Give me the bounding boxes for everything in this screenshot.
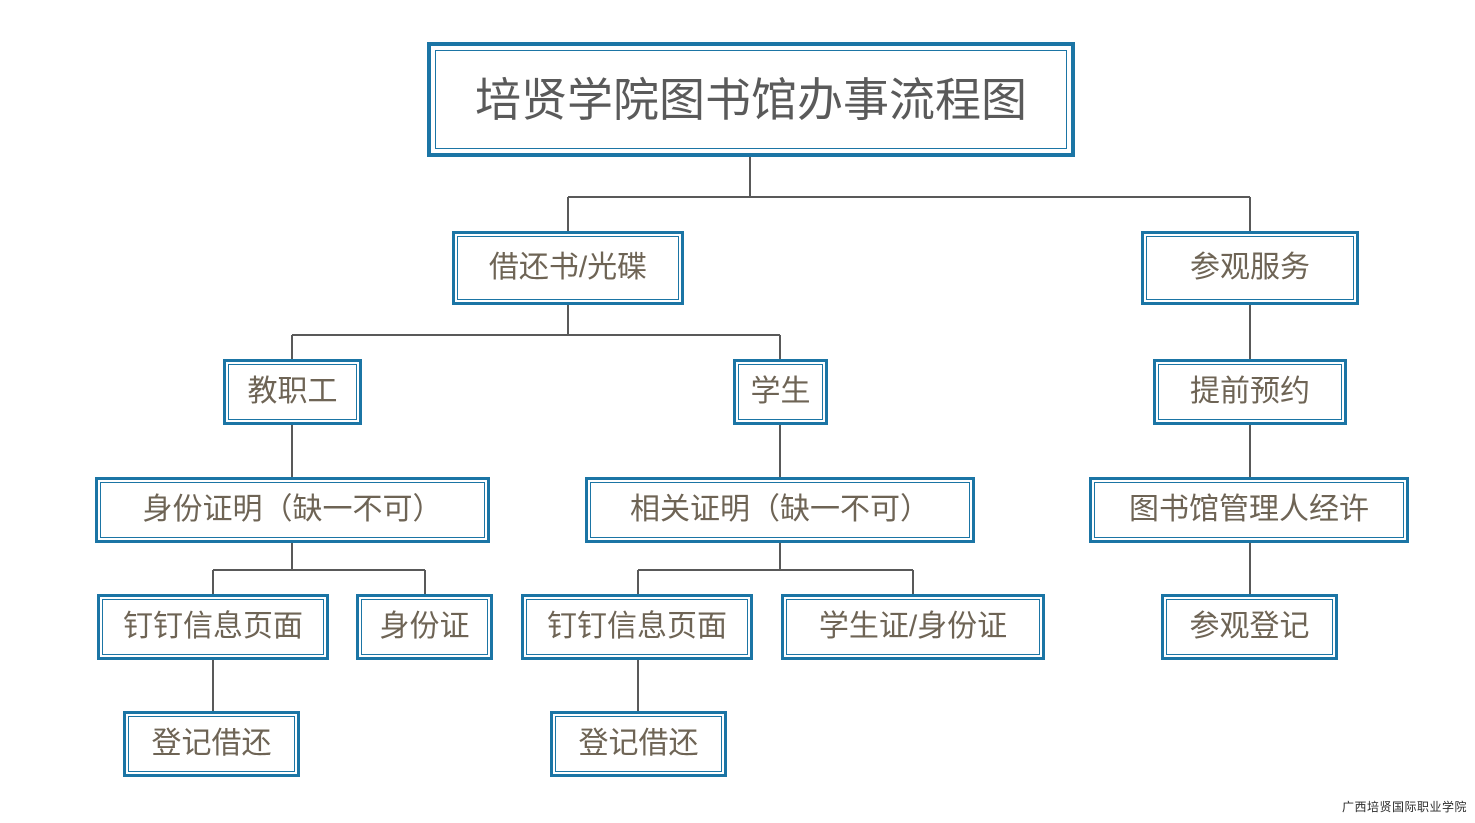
node-root-title-frame: 培贤学院图书馆办事流程图: [435, 50, 1067, 149]
node-student-label: 学生: [750, 375, 811, 408]
node-visit-register[interactable]: 参观登记: [1161, 594, 1338, 660]
node-student-proof-frame: 相关证明（缺一不可）: [590, 482, 970, 538]
node-staff-label: 教职工: [247, 375, 338, 408]
node-student-id-card[interactable]: 学生证/身份证: [781, 594, 1045, 660]
node-staff-dingtalk[interactable]: 钉钉信息页面: [97, 594, 329, 660]
node-student-borrow-register-label: 登记借还: [578, 727, 699, 760]
node-student-borrow-register-frame: 登记借还: [555, 716, 722, 772]
node-student-dingtalk-frame: 钉钉信息页面: [526, 599, 748, 655]
node-student-dingtalk-label: 钉钉信息页面: [547, 610, 727, 643]
node-staff-proof-frame: 身份证明（缺一不可）: [100, 482, 485, 538]
node-staff-id-card[interactable]: 身份证: [356, 594, 493, 660]
node-staff[interactable]: 教职工: [223, 359, 362, 425]
node-visit-register-label: 参观登记: [1189, 610, 1310, 643]
node-branch-lending[interactable]: 借还书/光碟: [452, 231, 684, 305]
node-root-title-label: 培贤学院图书馆办事流程图: [475, 73, 1027, 126]
node-staff-id-card-frame: 身份证: [361, 599, 488, 655]
node-branch-lending-label: 借还书/光碟: [488, 251, 648, 284]
node-appointment[interactable]: 提前预约: [1153, 359, 1347, 425]
node-branch-visiting-label: 参观服务: [1190, 251, 1310, 284]
watermark-text: 广西培贤国际职业学院: [1341, 800, 1467, 814]
node-staff-dingtalk-frame: 钉钉信息页面: [102, 599, 324, 655]
node-visit-register-frame: 参观登记: [1166, 599, 1333, 655]
node-student-id-card-label: 学生证/身份证: [818, 610, 1008, 643]
node-appointment-label: 提前预约: [1190, 375, 1310, 408]
node-root-title[interactable]: 培贤学院图书馆办事流程图: [427, 42, 1075, 157]
node-student[interactable]: 学生: [733, 359, 828, 425]
node-branch-visiting-frame: 参观服务: [1146, 236, 1354, 300]
node-staff-id-card-label: 身份证: [379, 610, 470, 643]
node-librarian-permission-label: 图书馆管理人经许: [1129, 493, 1369, 526]
node-staff-proof[interactable]: 身份证明（缺一不可）: [95, 477, 490, 543]
node-staff-frame: 教职工: [228, 364, 357, 420]
node-staff-borrow-register[interactable]: 登记借还: [123, 711, 300, 777]
node-student-proof[interactable]: 相关证明（缺一不可）: [585, 477, 975, 543]
node-staff-borrow-register-label: 登记借还: [151, 727, 272, 760]
node-staff-proof-label: 身份证明（缺一不可）: [142, 493, 443, 526]
node-appointment-frame: 提前预约: [1158, 364, 1342, 420]
node-librarian-permission[interactable]: 图书馆管理人经许: [1089, 477, 1409, 543]
node-student-dingtalk[interactable]: 钉钉信息页面: [521, 594, 753, 660]
node-student-proof-label: 相关证明（缺一不可）: [630, 493, 930, 526]
node-staff-dingtalk-label: 钉钉信息页面: [123, 610, 303, 643]
node-librarian-permission-frame: 图书馆管理人经许: [1094, 482, 1404, 538]
node-staff-borrow-register-frame: 登记借还: [128, 716, 295, 772]
node-branch-visiting[interactable]: 参观服务: [1141, 231, 1359, 305]
node-branch-lending-frame: 借还书/光碟: [457, 236, 679, 300]
node-student-borrow-register[interactable]: 登记借还: [550, 711, 727, 777]
node-student-frame: 学生: [738, 364, 823, 420]
node-student-id-card-frame: 学生证/身份证: [786, 599, 1040, 655]
